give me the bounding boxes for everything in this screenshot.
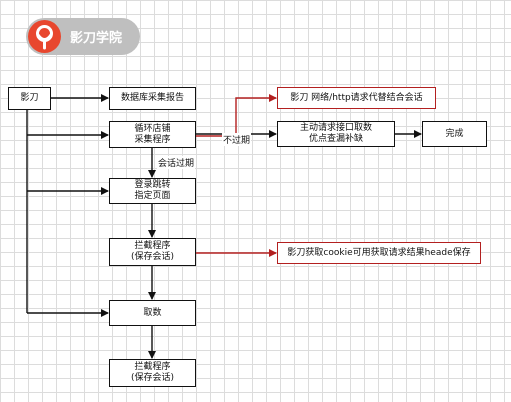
node-intercept-2: 拦截程序 (保存会话)	[109, 359, 196, 387]
label-not-expired: 不过期	[222, 133, 252, 146]
yingdao-logo-icon	[28, 20, 61, 53]
note-network-request: 影刀 网络/http请求代替结合会话	[277, 87, 436, 109]
node-fetch: 取数	[109, 300, 196, 326]
brand-badge: 影刀学院	[26, 18, 140, 55]
node-active-request: 主动请求接口取数 优点查漏补缺	[277, 121, 395, 147]
brand-name: 影刀学院	[70, 31, 123, 46]
label-session-expired: 会话过期	[157, 156, 196, 169]
note-cookie: 影刀获取cookie可用获取请求结果heade保存	[277, 242, 481, 264]
node-loop-shop: 循环店铺 采集程序	[109, 121, 196, 148]
node-intercept-1: 拦截程序 (保存会话)	[109, 238, 196, 266]
edge-loop-network-note	[196, 94, 277, 137]
node-login-jump: 登录跳转 指定页面	[109, 178, 196, 204]
node-done: 完成	[422, 121, 487, 147]
node-yingdao: 影刀	[8, 87, 51, 110]
node-db-report: 数据库采集报告	[109, 87, 196, 110]
